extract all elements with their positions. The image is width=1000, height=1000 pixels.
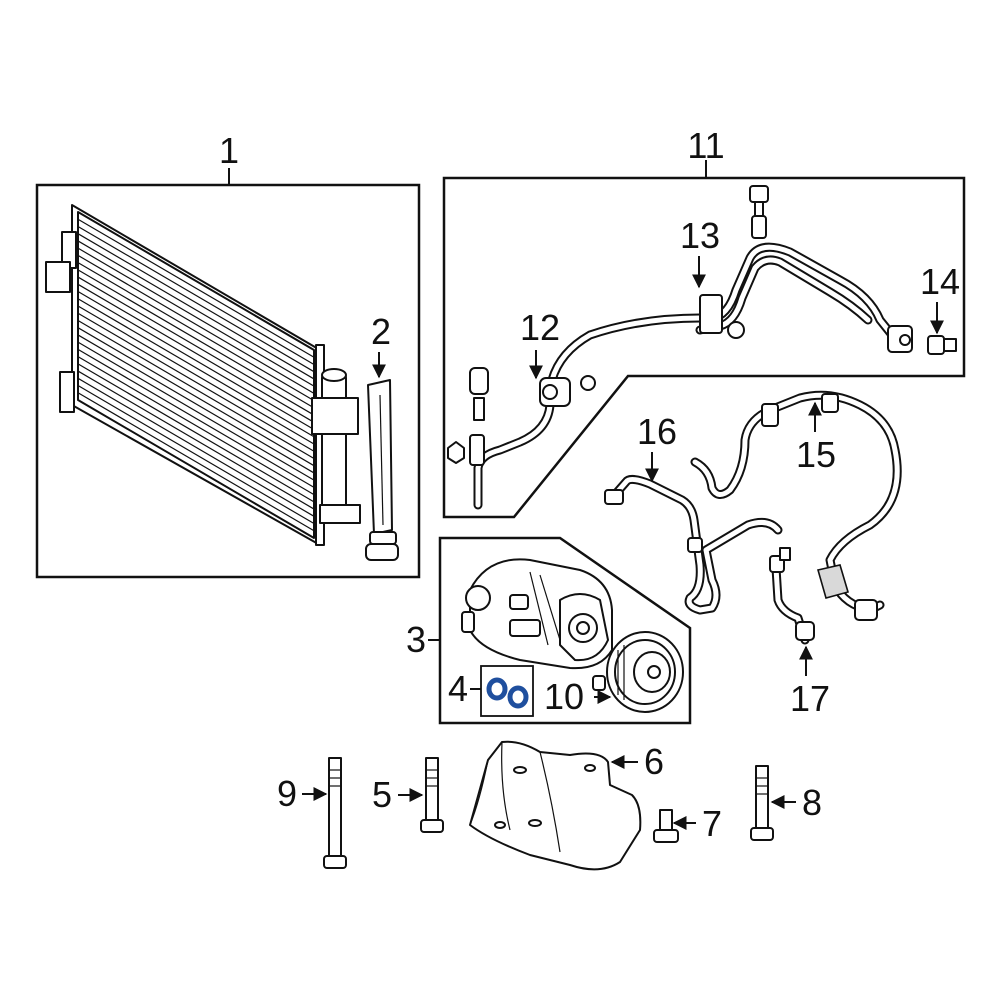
seal-ring-a[interactable] [486,677,508,701]
callout-11[interactable]: 11 [687,125,724,166]
condenser-fin [77,262,315,402]
bolt-9[interactable] [323,757,347,869]
condenser-fin [77,233,315,373]
condenser-fin [77,319,315,459]
hose-assembly-frame [442,176,966,519]
callout-16[interactable]: 16 [637,411,677,452]
callout-15[interactable]: 15 [796,434,836,475]
callout-17[interactable]: 17 [790,678,830,719]
condenser-fin [77,211,315,351]
condenser-fin [77,341,315,481]
callout-10[interactable]: 10 [544,676,584,717]
condenser-fin [77,385,315,525]
condenser-fin [77,225,315,365]
compressor-frame [438,536,692,725]
condenser-fin [77,291,315,431]
condenser-fin [77,305,315,445]
bolt-7[interactable] [653,809,679,843]
ac-line-16[interactable] [604,474,783,615]
clutch-pulley[interactable] [592,631,684,713]
ac-line-17[interactable] [769,547,815,645]
condenser-fin [77,356,315,496]
callout-13[interactable]: 13 [680,215,720,256]
callout-9[interactable]: 9 [277,773,297,814]
callout-8[interactable]: 8 [802,782,822,823]
condenser-fin [77,312,315,452]
pressure-switch[interactable] [927,335,957,355]
ac-line-15[interactable] [690,390,902,621]
condenser-fin [77,298,315,438]
condenser-fin [77,370,315,510]
callout-14[interactable]: 14 [920,261,960,302]
condenser-fin [77,327,315,467]
condenser-fin [77,392,315,532]
condenser-fin [77,283,315,423]
condenser-fin [77,348,315,488]
callout-5[interactable]: 5 [372,774,392,815]
condenser-core[interactable] [45,204,325,546]
bolt-8[interactable] [750,765,774,841]
hose-assembly-group: 11 12 13 [442,125,966,519]
callout-12[interactable]: 12 [520,307,560,348]
callout-1[interactable]: 1 [219,130,239,171]
heat-shield[interactable] [469,740,642,871]
receiver-tank[interactable] [311,368,361,524]
callout-6[interactable]: 6 [644,741,664,782]
filter-drier-cartridge[interactable] [365,379,399,561]
ac-line-11[interactable] [473,242,913,510]
ac-compressor[interactable] [461,558,613,670]
condenser-fin [77,276,315,416]
callout-2[interactable]: 2 [371,311,391,352]
condenser-group: 1 2 [35,130,421,579]
condenser-fin [77,377,315,517]
callout-7[interactable]: 7 [702,803,722,844]
condenser-fin [77,240,315,380]
condenser-fin [77,218,315,358]
condenser-fin [77,247,315,387]
callout-3[interactable]: 3 [406,619,426,660]
condenser-fin [77,363,315,503]
condenser-fin [77,254,315,394]
condenser-fin [77,269,315,409]
condenser-fin [77,399,315,539]
compressor-group: 3 10 4 [406,536,692,725]
bolt-5[interactable] [420,757,444,833]
seal-ring-b[interactable] [507,685,529,709]
callout-4[interactable]: 4 [448,668,468,709]
service-valve-caps[interactable] [447,185,769,466]
condenser-fin [77,334,315,474]
seal-kit-box [480,665,534,717]
